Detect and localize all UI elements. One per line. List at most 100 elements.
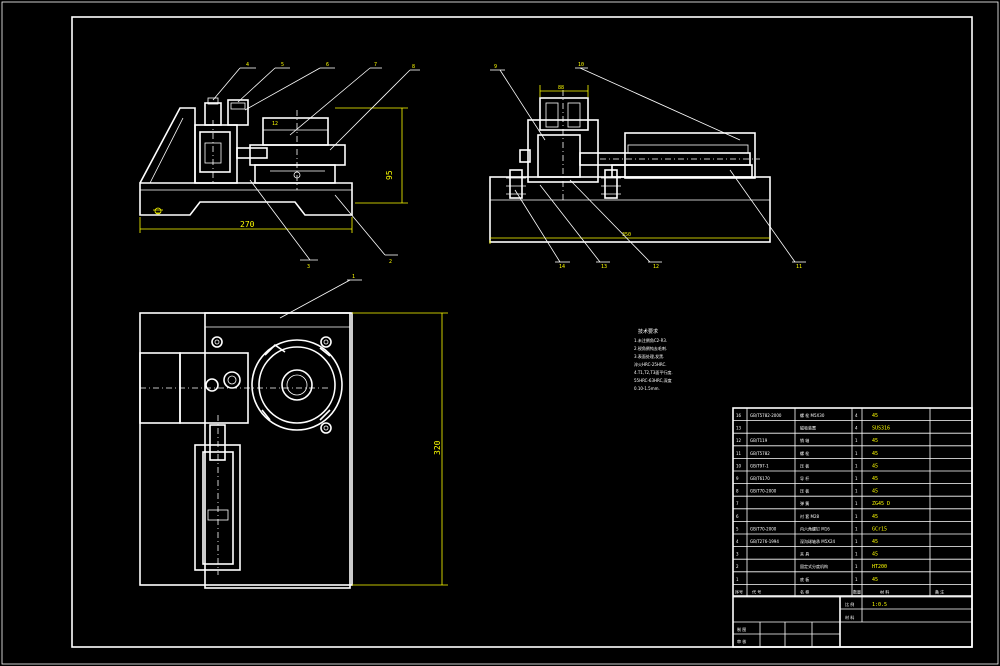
bom-row-qty: 1 (855, 552, 858, 557)
bom-row-qty: 1 (855, 476, 858, 481)
bom-row-material: 45 (872, 413, 878, 419)
balloon-5: 5 (281, 62, 284, 68)
bom-row-material: 45 (872, 463, 878, 469)
balloon-12: 12 (653, 264, 659, 270)
bom-row-material: ZG45 D (872, 501, 890, 507)
bom-row-material: SUS316 (872, 426, 890, 432)
bom-row-material: 45 (872, 489, 878, 495)
bom-row-name: 导 杆 (800, 475, 809, 481)
material-label: 材 料 (845, 614, 854, 620)
bom-row-material: 45 (872, 476, 878, 482)
bom-row-qty: 1 (855, 501, 858, 506)
bom-row-qty: 1 (855, 577, 858, 582)
bom-row-name: 压 板 (800, 462, 809, 468)
balloon-7: 7 (374, 62, 377, 68)
bom-row-code: GB/T97-1 (750, 463, 769, 468)
bom-row-no: 8 (736, 489, 739, 494)
bom-header-cell: 名 称 (800, 588, 809, 594)
plan-view: 320 (139, 279, 448, 589)
bom-row-material: 45 (872, 539, 878, 545)
balloon-8: 8 (412, 64, 415, 70)
bom-row-no: 3 (736, 552, 739, 557)
bom-row-material: HT200 (872, 564, 887, 570)
bom-row-qty: 1 (855, 539, 858, 544)
notes-title: 技术要求 (638, 328, 658, 335)
bom-row-name: 螺 栓 M5X30 (800, 412, 825, 418)
front-view: 270 95 12 (139, 67, 420, 261)
bom-row-no: 1 (736, 577, 739, 582)
bom-row-name: 弹 簧 (800, 500, 809, 506)
bom-row-code: GB/T6170 (750, 476, 770, 481)
bom-row-name: 固定式分度机构 (800, 563, 828, 569)
bom-row-name: 压 板 (800, 488, 809, 494)
bom-row-material: 45 (872, 514, 878, 520)
dim-350: 350 (622, 232, 631, 238)
scale-label: 比 例 (845, 601, 854, 607)
note-line: 0.10-1.5mm. (634, 386, 660, 391)
dim-320: 320 (433, 440, 442, 455)
bom-row-code: GB/T5782-2000 (750, 413, 782, 418)
bom-row-qty: 1 (855, 438, 858, 443)
bom-row-material: 45 (872, 552, 878, 558)
bom-row-name: 磁吸装置 (800, 425, 816, 431)
bom-row-name: 深沟球轴承 M5X24 (800, 538, 836, 544)
bolt-holes (205, 336, 332, 434)
bom-row-material: GCr15 (872, 526, 887, 532)
drawn-label: 制 图 (737, 626, 746, 632)
balloon-11: 11 (796, 264, 802, 270)
note-line: 55HRC-63HRC,深度 (634, 377, 672, 383)
balloon-6: 6 (326, 62, 329, 68)
technical-notes: 技术要求 1.未注倒角C2-R3. 2.锐角倒钝去毛刺. 3.表面处理,发黑. … (634, 328, 673, 391)
bom-row-material: 45 (872, 577, 878, 583)
bom-row-no: 11 (736, 451, 742, 456)
note-line: 淬火HRC-25HRC. (634, 361, 667, 367)
bom-header-cell: 数量 (853, 588, 861, 594)
checked-label: 审 核 (737, 638, 746, 644)
bom-header-cell: 备 注 (935, 588, 944, 594)
balloon-13: 13 (601, 264, 607, 270)
bom-row-qty: 4 (855, 413, 858, 418)
dim-270: 270 (240, 220, 255, 229)
bom-row-name: 螺 栓 (800, 450, 809, 456)
bom-header-cell: 序号 (735, 588, 743, 594)
bom-row-code: GB/T276-1994 (750, 539, 779, 544)
balloon-4: 4 (246, 62, 249, 68)
bom-row-name: 底 板 (800, 576, 809, 582)
bom-row-code: GB/T119 (750, 438, 768, 443)
balloon-14: 14 (559, 264, 565, 270)
bom-row-qty: 1 (855, 463, 858, 468)
bom-row-qty: 1 (855, 514, 858, 519)
bom-row-no: 10 (736, 463, 742, 468)
dim-12: 12 (272, 121, 278, 127)
bom-row-material: 45 (872, 451, 878, 457)
dim-95: 95 (385, 170, 394, 180)
bom-row-no: 5 (736, 526, 739, 531)
balloon-2: 2 (389, 259, 392, 265)
bom-row-qty: 1 (855, 526, 858, 531)
bom-row-name: 衬 套 M28 (800, 513, 820, 519)
balloon-labels: 4 5 6 7 8 9 10 1 3 2 14 13 12 11 (246, 62, 802, 280)
bom-row-no: 4 (736, 539, 739, 544)
balloon-1: 1 (352, 274, 355, 280)
bom-row-code: GB/T70-2000 (750, 489, 777, 494)
bom-row-qty: 1 (855, 451, 858, 456)
bom-row-qty: 1 (855, 489, 858, 494)
bom-row-material: 45 (872, 438, 878, 444)
bom-row-no: 9 (736, 476, 739, 481)
bom-header-cell: 材 料 (880, 588, 889, 594)
bom-row-code: GB/T70-2000 (750, 526, 777, 531)
bom-row-no: 16 (736, 413, 742, 418)
scale-value: 1:0.5 (872, 602, 887, 608)
bom-row-no: 7 (736, 501, 739, 506)
note-line: 2.锐角倒钝去毛刺. (634, 345, 667, 351)
bom-row-name: 夹 具 (800, 551, 809, 557)
balloon-9: 9 (494, 64, 497, 70)
bom-row-name: 内六角螺钉 M16 (800, 525, 830, 531)
bill-of-materials: 比 例 1:0.5 材 料 制 图 审 核 16 GB/T5782-2000 螺 栓… (732, 407, 973, 648)
side-view: 88 350 (489, 67, 806, 263)
bom-row-name: 销 轴 (800, 437, 809, 443)
note-line: 4.T1,T2,T3面平行度. (634, 369, 673, 375)
